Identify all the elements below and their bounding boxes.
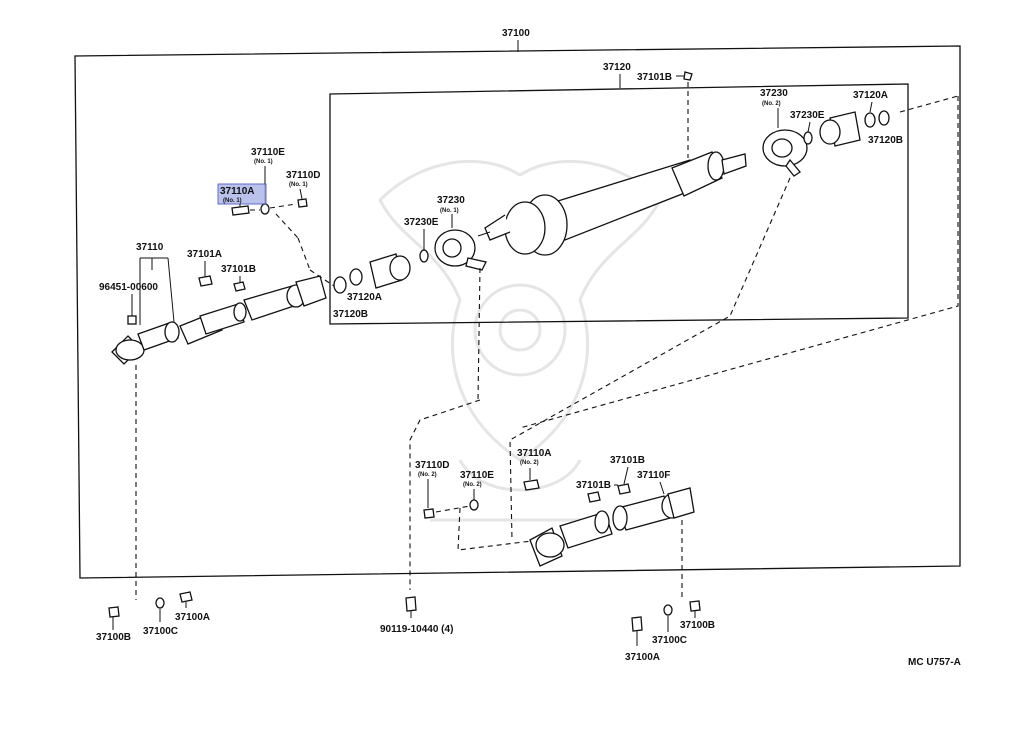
nut-37100A-left (179, 591, 193, 603)
washer-37110E-left (260, 203, 270, 215)
center-propeller-shaft (477, 151, 747, 256)
washer-37120B-center (333, 276, 347, 294)
label-37101B-top: 37101B (637, 72, 672, 83)
label-37120A-center: 37120A (347, 292, 382, 303)
label-37110E-lower: 37110E (460, 470, 494, 481)
label-37110D-left-sub: (No. 1) (289, 182, 308, 188)
label-37101B-lower1: 37101B (610, 455, 645, 466)
nut-37120A-right (864, 112, 876, 128)
label-37110A-lower: 37110A (517, 448, 551, 459)
label-37120B-right: 37120B (868, 135, 903, 146)
label-37100B-right: 37100B (680, 620, 715, 631)
washer-37230E-center (419, 249, 429, 263)
label-37100C-left: 37100C (143, 626, 178, 637)
bolt-37101A-left (198, 275, 213, 287)
label-37110: 37110 (136, 242, 164, 253)
bolt-37101B-left (233, 281, 246, 292)
washer-37230E-right (803, 131, 813, 145)
main-assembly-frame (74, 45, 961, 579)
label-37110A-left-sub: (No. 1) (223, 198, 242, 204)
label-37110A-left[interactable]: 37110A (220, 186, 254, 197)
label-37100A-right: 37100A (625, 652, 660, 663)
label-37100B-left: 37100B (96, 632, 131, 643)
flange-37230-right (819, 111, 861, 147)
bolt-37101B-lower1 (617, 483, 631, 495)
center-bearing-37230-no2 (762, 129, 808, 177)
label-37120B-center: 37120B (333, 309, 368, 320)
nut-37110D-lower (423, 508, 435, 519)
nut-37120A-center (349, 268, 363, 286)
center-assembly-frame (329, 83, 909, 325)
label-37110E-left: 37110E (251, 147, 285, 158)
bolt-90119 (405, 596, 417, 612)
nut-37100B-right (689, 600, 701, 612)
bolt-37100A-right (631, 616, 643, 632)
label-37230-center: 37230 (437, 195, 465, 206)
label-37230-center-sub: (No. 1) (440, 208, 459, 214)
label-37110D-lower: 37110D (415, 460, 449, 471)
label-37230E-right: 37230E (790, 110, 825, 121)
washer-37100C-left (155, 597, 165, 609)
label-37100A-left: 37100A (175, 612, 210, 623)
label-37120: 37120 (603, 62, 631, 73)
label-37101B-left: 37101B (221, 264, 256, 275)
label-37110E-lower-sub: (No. 2) (463, 482, 482, 488)
label-37101B-lower2: 37101B (576, 480, 611, 491)
label-90119: 90119-10440 (4) (380, 624, 453, 635)
rear-propeller-shaft (529, 487, 695, 567)
label-37120A-right: 37120A (853, 90, 888, 101)
bolt-37100B-left (108, 606, 120, 618)
grease-fitting-96451 (127, 315, 137, 325)
label-37110F: 37110F (637, 470, 670, 481)
diagram-reference-code: MC U757-A (908, 657, 961, 668)
label-37230-right: 37230 (760, 88, 788, 99)
label-37110A-lower-sub: (No. 2) (520, 460, 539, 466)
label-37100: 37100 (502, 28, 530, 39)
label-37100C-right: 37100C (652, 635, 687, 646)
bolt-37110A-left (231, 205, 250, 216)
washer-37110E-lower (469, 499, 479, 511)
center-bearing-37230-no1 (434, 229, 487, 271)
label-37110D-left: 37110D (286, 170, 320, 181)
flange-37230-center (369, 253, 411, 289)
label-37110D-lower-sub: (No. 2) (418, 472, 437, 478)
label-37101A-left: 37101A (187, 249, 222, 260)
nut-37110D-left (297, 198, 308, 208)
front-propeller-shaft (111, 275, 327, 365)
label-37230-right-sub: (No. 2) (762, 101, 781, 107)
bolt-37101B-top (683, 71, 693, 81)
bolt-37101B-lower2 (587, 491, 601, 503)
label-96451: 96451-00600 (99, 282, 158, 293)
label-37110E-left-sub: (No. 1) (254, 159, 273, 165)
washer-37100C-right (663, 604, 673, 616)
label-37230E-center: 37230E (404, 217, 439, 228)
washer-37120B-right (878, 110, 890, 126)
bolt-37110A-lower (523, 479, 540, 491)
highlight-37110A[interactable] (217, 183, 267, 205)
